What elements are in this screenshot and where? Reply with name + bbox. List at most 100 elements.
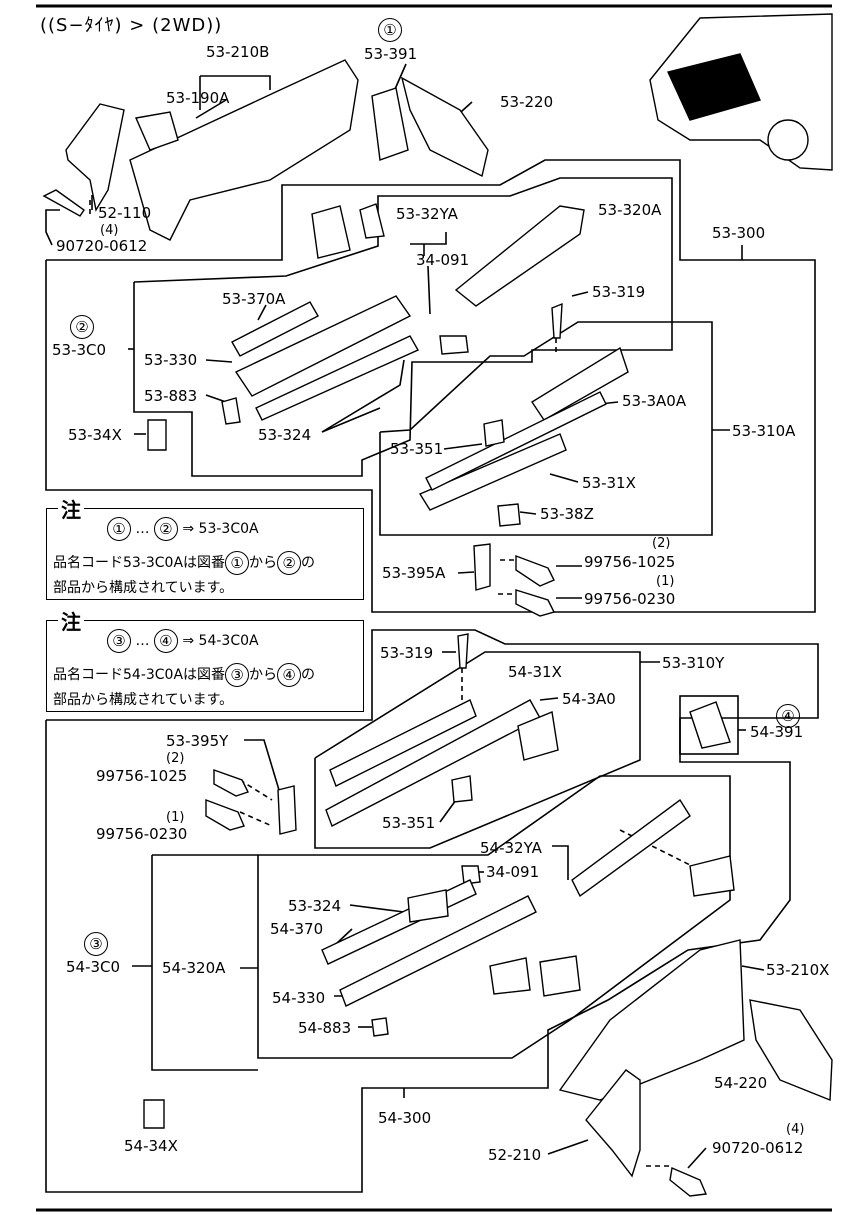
part-53-330 [234,295,412,397]
part-53-351 [483,419,505,447]
note2-rule: ③ … ④ ⇒ 54-3C0A [107,629,259,653]
part-34-091b [461,865,481,885]
bolt-90720b [669,1167,708,1197]
label-53-31X: 53-31X [582,474,636,492]
group-53-310A-boundary [379,321,713,536]
label-53-320A: 53-320A [598,201,662,219]
label-54-883: 54-883 [298,1019,352,1037]
label-53-38Z: 53-38Z [540,505,594,523]
label-53-34X: 53-34X [68,426,122,444]
label-53-883: 53-883 [144,387,198,405]
part-34-091 [439,335,469,355]
note1-line2: 部品から構成されています。 [53,580,234,596]
page-title: ((S−ﾀｲﾔ) > (2WD)) [40,15,223,36]
group-code-54-3C0: 54-3C0 [66,958,121,976]
part-53-38Z [497,503,521,527]
note1-rule: ① … ② ⇒ 53-3C0A [107,517,259,541]
bolt-99756-1025a [515,554,555,587]
group-marker-2: ② [70,315,94,339]
part-54-220 [749,999,833,1102]
bolt-99756-0230b [205,798,245,831]
part-53-3A0A [531,346,629,421]
bolt-99756-1025b [213,769,249,797]
part-53-395Y [277,785,297,835]
group-marker-1: ① [378,18,402,42]
label-53-220: 53-220 [500,93,554,111]
part-53-31X [418,433,567,511]
part-52-110 [65,103,125,212]
label-53-324: 53-324 [258,426,312,444]
bolt-90720a [42,189,85,217]
label-90720-0612b: 90720-0612 [712,1139,804,1157]
label-54-300: 54-300 [378,1109,432,1127]
label-54-320A: 54-320A [162,959,226,977]
part-53-351b [451,775,473,803]
part-52-210 [585,1069,641,1178]
label-53-210X: 53-210X [766,961,830,979]
part-53-324b [407,889,449,923]
part-53-370A [231,301,319,357]
group-code-53-3C0: 53-3C0 [52,341,107,359]
label-99756-0230b: 99756-0230 [96,825,188,843]
label-53-324b: 53-324 [288,897,342,915]
label-53-330: 53-330 [144,351,198,369]
bolt-53-319 [551,302,563,339]
label-53-395A: 53-395A [382,564,446,582]
label-53-190A: 53-190A [166,89,230,107]
group-54-3C0-boundary [151,855,258,1071]
label-53-300: 53-300 [712,224,766,242]
label-53-3A0A: 53-3A0A [622,392,687,410]
note2-line2: 部品から構成されています。 [53,692,234,708]
label-qty-2a: (2) [652,536,671,551]
label-qty-4a: (4) [100,223,119,238]
part-53-220 [400,76,489,178]
part-53-320A [454,205,585,307]
label-qty-1a: (1) [656,574,675,589]
part-54-3A0 [517,711,559,761]
label-53-395Y: 53-395Y [166,732,229,750]
label-54-32YA: 54-32YA [480,839,542,857]
label-53-310A: 53-310A [732,422,796,440]
label-53-32YA: 53-32YA [396,205,458,223]
label-54-330: 54-330 [272,989,326,1007]
part-53-395A [473,543,491,591]
label-53-319b: 53-319 [380,644,434,662]
label-53-351: 53-351 [390,440,444,458]
part-53-210B [129,59,359,241]
group-marker-4: ④ [776,704,800,728]
label-99756-1025b: 99756-1025 [96,767,188,785]
part-54-883 [371,1017,389,1037]
label-52-210: 52-210 [488,1146,542,1164]
bolt-99756-0230a [515,589,556,617]
group-53-300-boundary [45,159,816,613]
label-qty-1b: (1) [166,810,185,825]
label-90720-0612a: 90720-0612 [56,237,148,255]
label-53-351b: 53-351 [382,814,436,832]
label-53-391: 53-391 [364,45,418,63]
group-53-310Y-boundary [314,651,641,849]
label-34-091: 34-091 [416,251,470,269]
label-54-220: 54-220 [714,1074,768,1092]
label-54-3A0: 54-3A0 [562,690,616,708]
part-54-31X [329,699,477,787]
part-54-391-sketch [689,701,731,749]
label-54-31X: 54-31X [508,663,562,681]
note1-header: 注 [58,494,84,523]
label-52-110: 52-110 [98,204,152,222]
group-marker-3: ③ [84,932,108,956]
label-54-34X: 54-34X [124,1137,178,1155]
label-53-319: 53-319 [592,283,646,301]
label-53-210B: 53-210B [206,43,270,61]
label-54-370: 54-370 [270,920,324,938]
group-54-300-boundary [45,629,819,1193]
label-qty-4b: (4) [786,1122,805,1137]
note2-header: 注 [58,606,84,635]
label-34-091b: 34-091 [486,863,540,881]
part-54-330 [339,895,537,1007]
